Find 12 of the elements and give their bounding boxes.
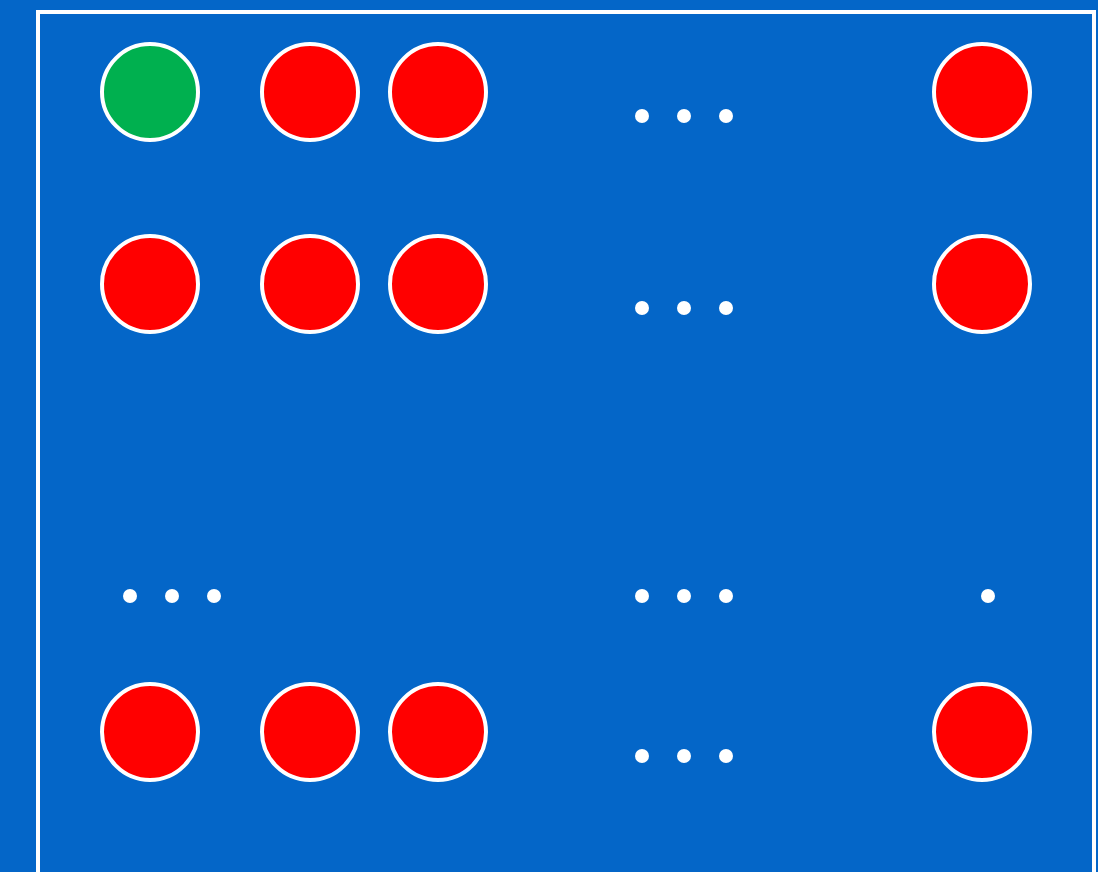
circle-marker [932, 234, 1032, 334]
circle-marker [388, 42, 488, 142]
circle-marker [260, 234, 360, 334]
circle-marker [388, 234, 488, 334]
circle-marker [100, 42, 200, 142]
circle-marker [100, 234, 200, 334]
circle-marker [260, 682, 360, 782]
circle-marker [932, 682, 1032, 782]
circle-marker [388, 682, 488, 782]
circle-marker [260, 42, 360, 142]
circle-marker [100, 682, 200, 782]
circle-marker [932, 42, 1032, 142]
